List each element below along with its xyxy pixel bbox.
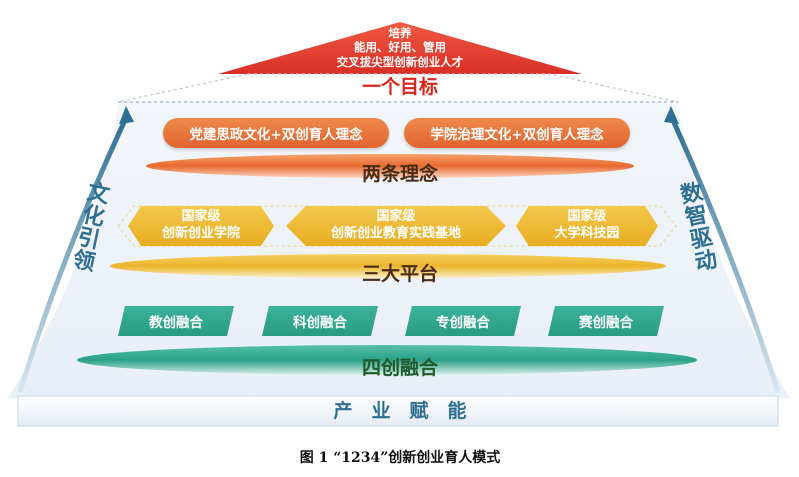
side-label-left-char-4: 领 [70, 247, 98, 277]
platform-item-2-line1: 国家级 [376, 209, 416, 225]
apex-line-2: 能用、好用、管用 [354, 40, 446, 55]
apex-line-3: 交叉拔尖型创新创业人才 [336, 54, 464, 69]
figure-caption: 图 1 “1234”创新创业育人模式 [299, 449, 501, 466]
layer-fusion-title: 四创融合 [361, 357, 438, 380]
platform-item-1-line1: 国家级 [181, 209, 221, 225]
fusion-item-1: 教创融合 [118, 306, 234, 336]
concept-item-2: 学院治理文化+双创育人理念 [404, 118, 630, 148]
layer-base-title: 产 业 赋 能 [333, 400, 467, 423]
fusion-item-3: 专创融合 [405, 306, 521, 336]
side-label-right-char-4: 动 [692, 247, 720, 277]
fusion-item-2: 科创融合 [262, 306, 378, 336]
platform-item-1-line2: 创新创业学院 [161, 226, 240, 241]
layer-platforms-title: 三大平台 [361, 263, 438, 286]
concept-item-1: 党建思政文化+双创育人理念 [163, 118, 389, 148]
layer-concepts-title: 两条理念 [361, 163, 438, 186]
fusion-item-4: 赛创融合 [548, 306, 664, 336]
platform-item-3-line2: 大学科技园 [554, 226, 620, 241]
platform-item-3: 国家级 大学科技园 [516, 206, 658, 246]
platform-item-3-line1: 国家级 [567, 209, 607, 225]
platform-item-2: 国家级 创新创业教育实践基地 [286, 206, 506, 246]
platform-item-2-line2: 创新创业教育实践基地 [330, 226, 461, 241]
layer-goal-title: 一个目标 [361, 76, 438, 99]
apex-line-1: 培养 [388, 26, 412, 41]
platform-item-1: 国家级 创新创业学院 [128, 206, 274, 246]
